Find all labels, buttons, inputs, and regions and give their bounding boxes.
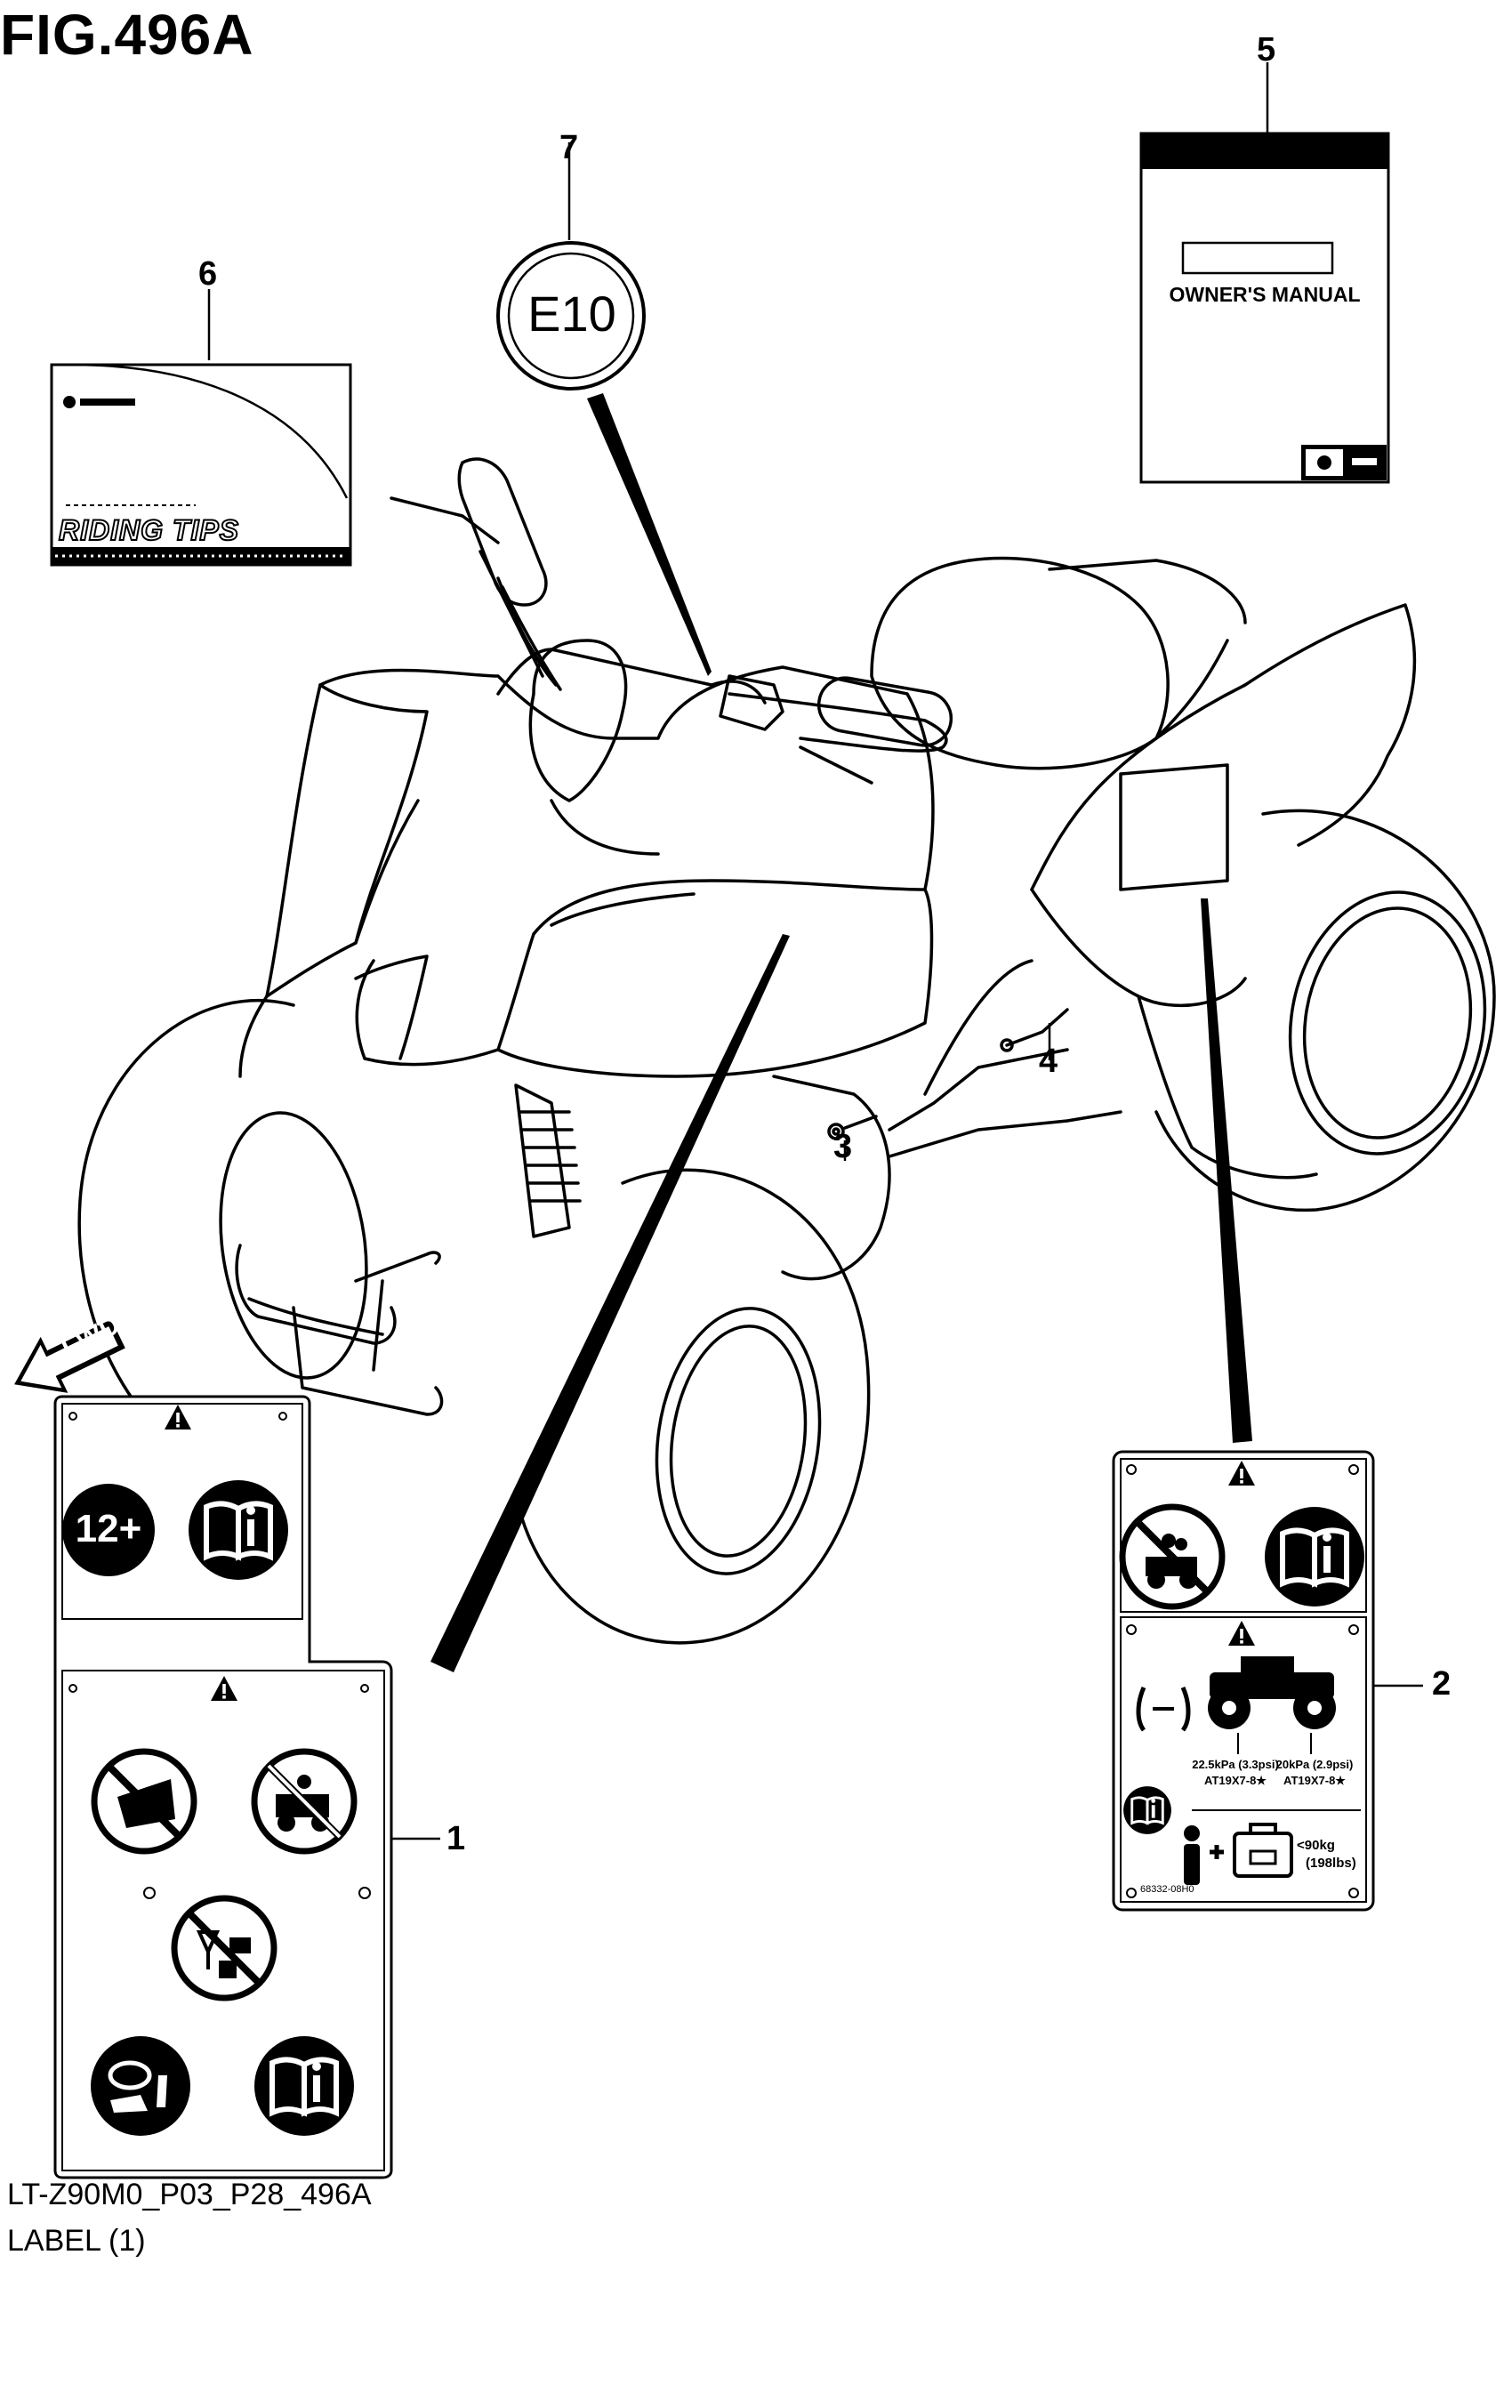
load-limit-lbs: (198lbs)	[1306, 1856, 1356, 1871]
load-limit-kg: <90kg	[1297, 1838, 1335, 1853]
pointer-1	[430, 934, 790, 1672]
warning-label-2	[1112, 1450, 1375, 1912]
figure-title: FIG.496A	[0, 3, 254, 67]
riding-tips-booklet	[50, 363, 352, 567]
callout-1: 1	[446, 1820, 466, 1857]
owners-manual-booklet	[1139, 132, 1390, 484]
pointer-7	[587, 393, 712, 676]
riding-tips-text: RIDING TIPS	[58, 513, 240, 547]
diagram-caption: LABEL (1)	[7, 2224, 146, 2258]
e10-text: E10	[527, 286, 616, 342]
callout-7: 7	[559, 129, 579, 166]
rear-tire-size: AT19X7-8★	[1283, 1774, 1346, 1787]
callout-3: 3	[833, 1128, 853, 1165]
warning-label-1	[53, 1395, 393, 2179]
fwd-arrow-icon	[14, 1319, 125, 1393]
rider-icon	[1184, 1825, 1200, 1885]
tire-gauge-icon	[1136, 1686, 1191, 1732]
diagram-code: LT-Z90M0_P03_P28_496A	[7, 2178, 372, 2211]
callout-6: 6	[198, 255, 218, 293]
cargo-icon	[1233, 1823, 1293, 1878]
leader-lines	[207, 62, 1423, 1840]
callout-2: 2	[1432, 1665, 1452, 1703]
rear-tire-pressure: 20kPa (2.9psi)	[1275, 1758, 1354, 1771]
front-tire-size: AT19X7-8★	[1204, 1774, 1267, 1787]
atv-drawing	[77, 457, 1496, 1645]
atv-silhouette-icon	[1208, 1656, 1336, 1729]
owners-manual-text: OWNER'S MANUAL	[1169, 283, 1361, 306]
callout-5: 5	[1257, 31, 1276, 68]
e10-label	[496, 241, 646, 391]
pointer-2	[1201, 898, 1252, 1443]
age-limit-text: 12+	[75, 1507, 142, 1550]
front-tire-pressure: 22.5kPa (3.3psi)	[1192, 1758, 1279, 1771]
callout-4: 4	[1039, 1043, 1058, 1080]
label-part-number: 68332-08H0	[1140, 1884, 1194, 1895]
